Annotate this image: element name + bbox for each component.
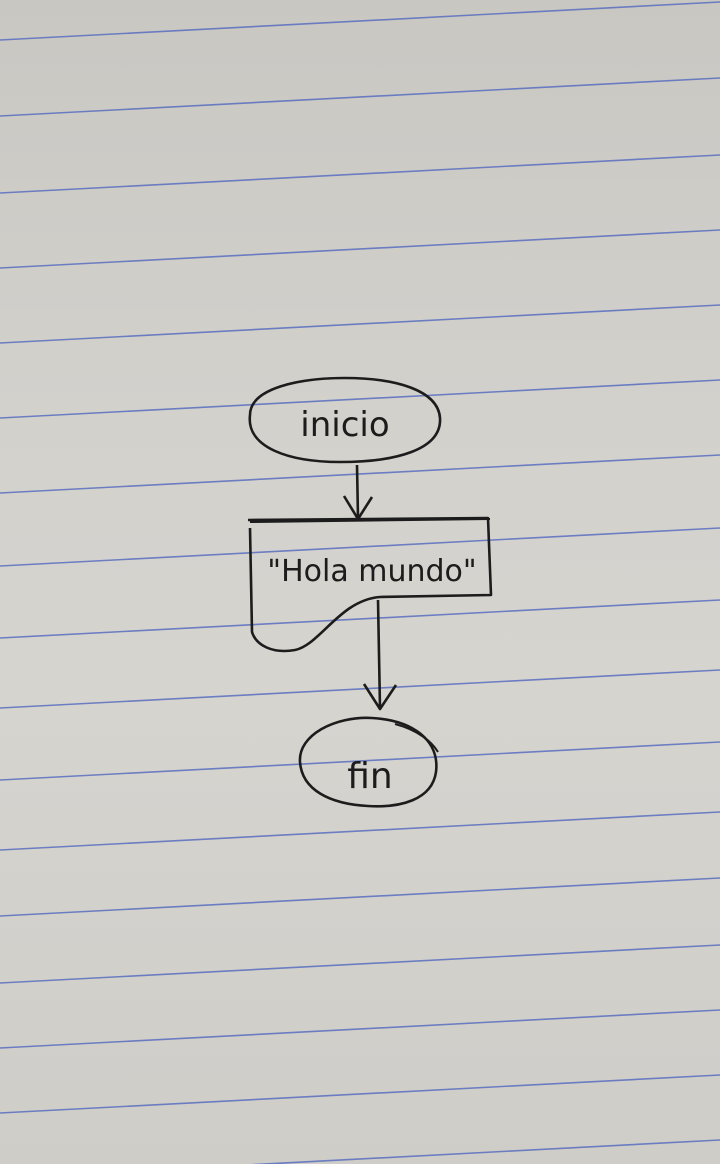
arrow-1-shaft [355, 464, 360, 519]
arrow-2-head [362, 683, 398, 711]
ruled-line [0, 741, 720, 781]
output-document-shape [247, 516, 493, 653]
output-label: "Hola mundo" [267, 554, 476, 589]
ruled-line [0, 77, 720, 117]
ruled-line [0, 669, 720, 709]
ruled-line [0, 944, 720, 984]
end-oval-overstroke [394, 723, 439, 753]
ruled-line [0, 811, 720, 851]
ruled-line [0, 877, 720, 917]
node-end: fin [298, 716, 439, 808]
arrow-2-shaft [376, 599, 382, 709]
ruled-line [250, 1139, 720, 1164]
output-top-edge [249, 518, 491, 523]
ruled-line [0, 527, 720, 567]
end-label: fin [347, 756, 393, 797]
ruled-line [0, 1009, 720, 1049]
ruled-line [0, 379, 720, 419]
node-start: inicio [248, 376, 442, 464]
ruled-line [0, 599, 720, 639]
ruled-line [0, 1074, 720, 1114]
end-oval [298, 716, 438, 808]
ruled-line [0, 454, 720, 494]
ruled-line [0, 1, 720, 41]
node-output: "Hola mundo" [247, 516, 493, 653]
start-label: inicio [300, 405, 389, 445]
edge-output-to-end [362, 599, 398, 711]
start-oval [248, 376, 442, 464]
ruled-line [0, 229, 720, 269]
ruled-line [0, 154, 720, 194]
ruled-line [0, 304, 720, 344]
